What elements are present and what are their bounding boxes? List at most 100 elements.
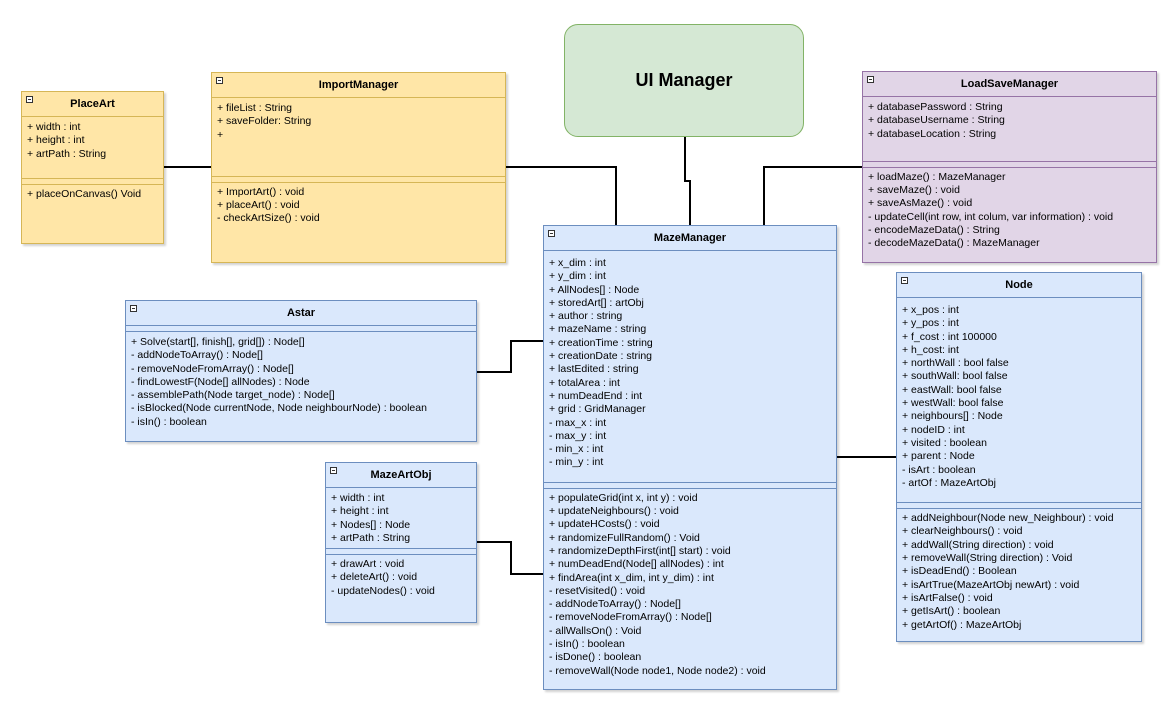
method: + addWall(String direction) : void bbox=[902, 538, 1054, 551]
method: - updateNodes() : void bbox=[331, 584, 435, 597]
connector-mazeartobj-mazemanager bbox=[477, 541, 543, 575]
divider bbox=[897, 297, 1141, 298]
method: - isDone() : boolean bbox=[549, 651, 642, 664]
connector-uimanager-mazemanager bbox=[684, 137, 691, 225]
class-mazeartobj[interactable]: MazeArtObj + width : int + height : int … bbox=[325, 462, 477, 623]
attribute: + width : int bbox=[331, 492, 385, 504]
method: + placeOnCanvas() Void bbox=[27, 187, 142, 200]
method: + drawArt : void bbox=[331, 558, 405, 571]
connector-loadsave-mazemanager bbox=[763, 166, 862, 225]
attribute: - min_y : int bbox=[549, 456, 604, 469]
divider bbox=[126, 331, 476, 332]
attribute: - min_x : int bbox=[549, 443, 604, 456]
method: - removeNodeFromArray() : Node[] bbox=[131, 362, 294, 375]
class-name: PlaceArt bbox=[70, 98, 115, 110]
method: + populateGrid(int x, int y) : void bbox=[549, 491, 698, 504]
attribute: + storedArt[] : artObj bbox=[549, 296, 644, 309]
methods-section: + drawArt : void + deleteArt() : void - … bbox=[326, 555, 476, 600]
class-name: ImportManager bbox=[318, 79, 399, 91]
method: + findArea(int x_dim, int y_dim) : int bbox=[549, 571, 714, 584]
attributes-section: + databasePassword : String + databaseUs… bbox=[863, 97, 1156, 143]
attribute: + parent : Node bbox=[902, 450, 975, 463]
ui-manager-box[interactable]: UI Manager bbox=[564, 24, 804, 137]
method: - checkArtSize() : void bbox=[217, 212, 320, 225]
class-header: LoadSaveManager bbox=[863, 72, 1156, 96]
attribute: - artOf : MazeArtObj bbox=[902, 476, 996, 489]
attribute: + x_dim : int bbox=[549, 257, 606, 269]
divider bbox=[863, 96, 1156, 97]
method: + isDeadEnd() : Boolean bbox=[902, 565, 1017, 578]
attribute: + artPath : String bbox=[27, 147, 107, 160]
method: - updateCell(int row, int colum, var inf… bbox=[868, 210, 1114, 223]
methods-section: + populateGrid(int x, int y) : void + up… bbox=[544, 489, 836, 680]
divider bbox=[544, 250, 836, 251]
method: + isArtTrue(MazeArtObj newArt) : void bbox=[902, 578, 1080, 591]
attribute: + f_cost : int 100000 bbox=[902, 330, 997, 343]
attribute: + creationTime : string bbox=[549, 336, 653, 349]
collapse-icon[interactable] bbox=[216, 77, 223, 84]
attribute: + x_pos : int bbox=[902, 304, 959, 316]
attributes-section: + width : int + height : int + Nodes[] :… bbox=[326, 488, 476, 547]
class-name: MazeArtObj bbox=[370, 469, 432, 481]
methods-section: + addNeighbour(Node new_Neighbour) : voi… bbox=[897, 509, 1141, 634]
methods-section: + ImportArt() : void + placeArt() : void… bbox=[212, 183, 505, 228]
method: - removeNodeFromArray() : Node[] bbox=[549, 611, 712, 624]
method: + isArtFalse() : void bbox=[902, 591, 993, 604]
method: + getArtOf() : MazeArtObj bbox=[902, 618, 1022, 631]
class-node[interactable]: Node + x_pos : int + y_pos : int + f_cos… bbox=[896, 272, 1142, 642]
method: + saveAsMaze() : void bbox=[868, 197, 973, 210]
method: - isIn() : boolean bbox=[131, 415, 207, 428]
attribute: + visited : boolean bbox=[902, 436, 987, 449]
method: + Solve(start[], finish[], grid[]) : Nod… bbox=[131, 336, 305, 348]
collapse-icon[interactable] bbox=[867, 76, 874, 83]
divider bbox=[212, 175, 505, 177]
connector-importmanager-mazemanager bbox=[506, 166, 617, 225]
methods-section: + Solve(start[], finish[], grid[]) : Nod… bbox=[126, 332, 476, 431]
method: - removeWall(Node node1, Node node2) : v… bbox=[549, 664, 766, 677]
divider bbox=[544, 487, 836, 489]
divider bbox=[863, 166, 1156, 168]
method: - isIn() : boolean bbox=[549, 638, 625, 651]
method: + removeWall(String direction) : Void bbox=[902, 552, 1073, 565]
attribute: + databaseUsername : String bbox=[868, 114, 1005, 127]
divider bbox=[326, 548, 476, 550]
class-astar[interactable]: Astar + Solve(start[], finish[], grid[])… bbox=[125, 300, 477, 442]
divider bbox=[22, 183, 163, 185]
collapse-icon[interactable] bbox=[330, 467, 337, 474]
class-header: Astar bbox=[126, 301, 476, 325]
attribute: + y_dim : int bbox=[549, 270, 606, 283]
class-header: MazeArtObj bbox=[326, 463, 476, 487]
attributes-section: + x_pos : int + y_pos : int + f_cost : i… bbox=[897, 298, 1141, 492]
attribute: + nodeID : int bbox=[902, 423, 965, 436]
divider bbox=[212, 181, 505, 183]
class-name: Astar bbox=[286, 307, 316, 319]
method: - isBlocked(Node currentNode, Node neigh… bbox=[131, 402, 427, 415]
method: + randomizeDepthFirst(int[] start) : voi… bbox=[549, 544, 731, 557]
attribute: - max_y : int bbox=[549, 429, 607, 442]
divider bbox=[326, 487, 476, 488]
divider bbox=[212, 97, 505, 98]
method: + placeArt() : void bbox=[217, 199, 300, 212]
collapse-icon[interactable] bbox=[130, 305, 137, 312]
method: + ImportArt() : void bbox=[217, 185, 305, 198]
collapse-icon[interactable] bbox=[548, 230, 555, 237]
class-placeart[interactable]: PlaceArt + width : int + height : int + … bbox=[21, 91, 164, 244]
method: + saveMaze() : void bbox=[868, 184, 960, 197]
method: - findLowestF(Node[] allNodes) : Node bbox=[131, 375, 310, 388]
class-header: ImportManager bbox=[212, 73, 505, 97]
class-importmanager[interactable]: ImportManager + fileList : String + save… bbox=[211, 72, 506, 263]
collapse-icon[interactable] bbox=[901, 277, 908, 284]
attribute: + saveFolder: String bbox=[217, 115, 312, 128]
class-mazemanager[interactable]: MazeManager + x_dim : int + y_dim : int … bbox=[543, 225, 837, 690]
attribute: - max_x : int bbox=[549, 416, 607, 429]
attribute: + neighbours[] : Node bbox=[902, 410, 1003, 423]
class-header: Node bbox=[897, 273, 1141, 297]
method: + updateHCosts() : void bbox=[549, 518, 660, 531]
method: - encodeMazeData() : String bbox=[868, 224, 1000, 237]
attribute: + lastEdited : string bbox=[549, 363, 639, 376]
class-loadsavemanager[interactable]: LoadSaveManager + databasePassword : Str… bbox=[862, 71, 1157, 263]
attribute: + westWall: bool false bbox=[902, 397, 1004, 410]
collapse-icon[interactable] bbox=[26, 96, 33, 103]
